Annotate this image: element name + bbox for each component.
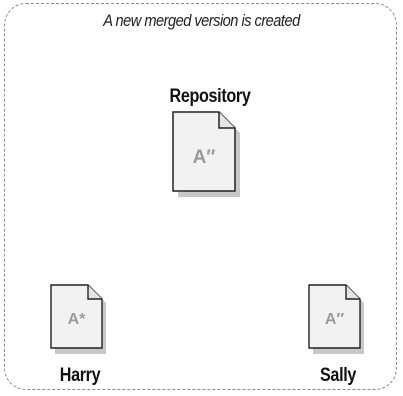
harry-file-name: A* bbox=[67, 311, 86, 328]
sally-label: Sally bbox=[319, 365, 357, 386]
harry-document: A* bbox=[50, 284, 108, 354]
sally-document: A″ bbox=[308, 284, 366, 354]
document-icon bbox=[172, 111, 240, 197]
document-icon bbox=[308, 284, 364, 354]
repository-document: A″ bbox=[172, 111, 242, 197]
harry-label: Harry bbox=[59, 365, 101, 386]
dashed-boundary bbox=[4, 3, 397, 390]
diagram-caption: A new merged version is created bbox=[103, 11, 300, 30]
repository-label: Repository bbox=[169, 86, 251, 107]
repository-file-name: A″ bbox=[192, 147, 216, 168]
sally-file-name: A″ bbox=[324, 311, 345, 328]
document-icon bbox=[50, 284, 106, 354]
